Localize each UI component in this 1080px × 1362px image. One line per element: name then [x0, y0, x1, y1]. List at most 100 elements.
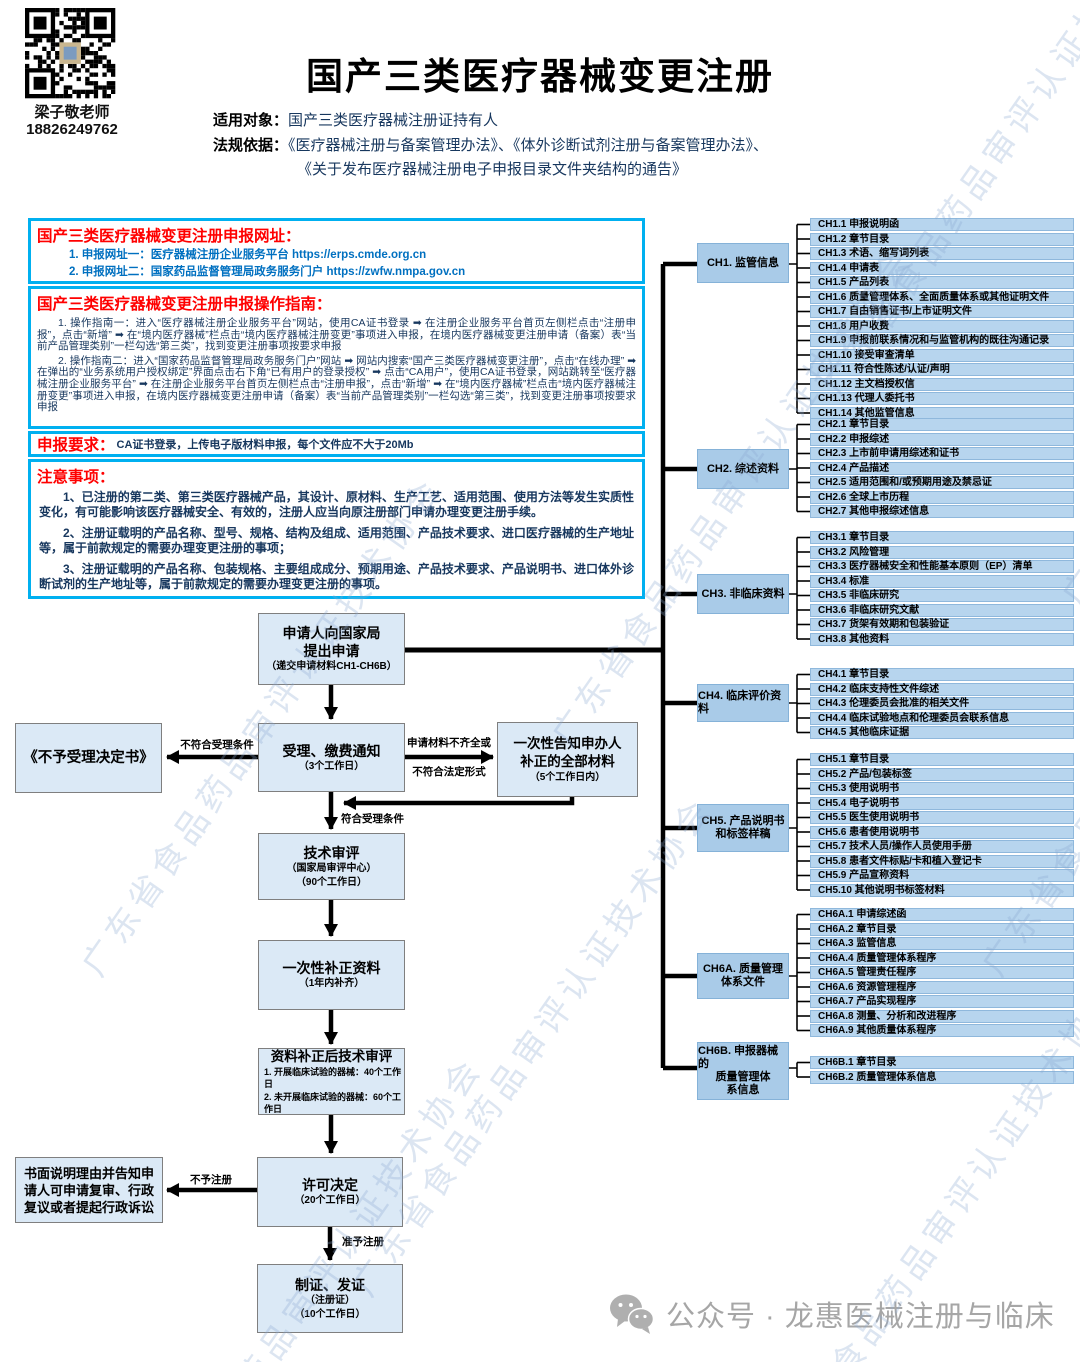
label-meet: 符合受理条件	[341, 813, 404, 825]
tree-item-CH6B-1: CH6B.1 章节目录	[810, 1056, 1074, 1069]
tree-item-CH4-4: CH4.4 临床试验地点和伦理委员会联系信息	[810, 711, 1074, 725]
tree-item-CH2-5: CH2.5 适用范围和/或预期用途及禁忌证	[810, 476, 1074, 489]
guide-box: 国产三类医疗器械变更注册申报操作指南： 1. 操作指南一：进入“医疗器械注册企业…	[28, 286, 645, 429]
reject-reg-line-2: 请人可申请复审、行政	[23, 1182, 154, 1198]
flow-node-supplement: 一次性补正资料 （1年内补齐）	[258, 940, 405, 1010]
tree-item-CH1-6: CH1.6 质量管理体系、全面质量体系或其他证明文件	[810, 290, 1074, 304]
re-review-sub-1: 1. 开展临床试验的器械：40个工作日	[264, 1066, 402, 1090]
subject-row: 适用对象：国产三类医疗器械注册证持有人	[213, 109, 498, 130]
tree-item-CH5-7: CH5.7 技术人员/操作人员使用手册	[810, 840, 1074, 853]
tree-item-CH3-2: CH3.2 风险管理	[810, 545, 1074, 559]
tree-item-CH2-1: CH2.1 章节目录	[810, 418, 1074, 431]
tree-item-CH5-5: CH5.5 医生使用说明书	[810, 811, 1074, 824]
footer: 公众号 · 龙惠医械注册与临床	[608, 1292, 1055, 1336]
tree-item-CH5-8: CH5.8 患者文件标贴/卡和植入登记卡	[810, 854, 1074, 868]
re-review-title: 资料补正后技术审评	[270, 1048, 393, 1064]
tree-item-CH6A-1: CH6A.1 申请综述函	[810, 908, 1074, 921]
flow-node-decision: 许可决定 （20个工作日）	[257, 1157, 403, 1227]
tree-item-CH4-2: CH4.2 临床支持性文件综述	[810, 682, 1074, 696]
wechat-icon	[610, 1294, 655, 1334]
label-grant: 准予注册	[342, 1236, 384, 1248]
review-sub-2: （90个工作日）	[295, 876, 368, 888]
notify-sub: （5个工作日内）	[529, 771, 606, 783]
notify-line-1: 一次性告知申办人	[513, 735, 622, 751]
guide-paragraph-2: 2. 操作指南二：进入“国家药品监督管理局政务服务门户”网站 ➡ 网站内搜索“国…	[37, 354, 636, 414]
tree-item-CH6A-6: CH6A.6 资源管理程序	[810, 980, 1074, 994]
page-title: 国产三类医疗器械变更注册	[306, 57, 774, 98]
label-incomplete-1: 申请材料不齐全或	[407, 737, 491, 749]
issue-sub-2: （10个工作日）	[294, 1308, 366, 1320]
tree-category-CH5: CH5. 产品说明书和标签样稿	[697, 804, 789, 852]
law-label: 法规依据：	[213, 137, 289, 154]
tree-item-CH1-5: CH1.5 产品列表	[810, 276, 1074, 289]
tree-item-CH1-8: CH1.8 用户收费	[810, 319, 1074, 333]
re-review-sub-2: 2. 未开展临床试验的器械：60个工作日	[264, 1091, 402, 1115]
tree-item-CH1-13: CH1.13 代理人委托书	[810, 392, 1074, 405]
supplement-sub: （1年内补齐）	[298, 978, 365, 989]
tree-item-CH6A-8: CH6A.8 测量、分析和改进程序	[810, 1009, 1074, 1023]
tree-item-CH1-2: CH1.2 章节目录	[810, 232, 1074, 246]
tree-item-CH1-7: CH1.7 自由销售证书/上市证明文件	[810, 305, 1074, 318]
tree-item-CH1-9: CH1.9 申报前联系情况和与监管机构的既往沟通记录	[810, 334, 1074, 347]
tree-item-CH3-6: CH3.6 非临床研究文献	[810, 603, 1074, 617]
tree-item-CH2-7: CH2.7 其他申报综述信息	[810, 505, 1074, 518]
accept-sub: （3个工作日）	[298, 760, 365, 772]
tree-item-CH5-2: CH5.2 产品/包装标签	[810, 767, 1074, 781]
law-row: 法规依据：《医疗器械注册与备案管理办法》、《体外诊断试剂注册与备案管理办法》、	[213, 134, 768, 155]
website-link-2[interactable]: 2. 申报网址二：国家药品监督管理局政务服务门户 https://zwfw.nm…	[69, 266, 466, 278]
flow-node-review: 技术审评 （国家局审评中心） （90个工作日）	[258, 833, 405, 900]
requirement-text: CA证书登录，上传电子版材料申报，每个文件应不大于20Mb	[116, 439, 414, 451]
supplement-title: 一次性补正资料	[282, 960, 381, 976]
tree-item-CH5-10: CH5.10 其他说明书标签材料	[810, 883, 1074, 897]
tree-category-CH4: CH4. 临床评价资料	[697, 684, 789, 722]
apply-sub: （递交申请材料CH1-CH6B）	[266, 661, 397, 672]
website-link-1[interactable]: 1. 申报网址一：医疗器械注册企业服务平台 https://erps.cmde.…	[69, 249, 427, 261]
tree-item-CH2-4: CH2.4 产品描述	[810, 461, 1074, 475]
reject-reg-line-3: 复议或者提起行政诉讼	[23, 1199, 154, 1215]
tree-item-CH1-4: CH1.4 申请表	[810, 261, 1074, 275]
label-not-meet: 不符合受理条件	[180, 739, 254, 751]
tree-item-CH6A-2: CH6A.2 章节目录	[810, 922, 1074, 936]
flow-node-reject-accept: 《不予受理决定书》	[15, 723, 162, 793]
law-value-2: 《关于发布医疗器械注册电子申报目录文件夹结构的通告》	[297, 162, 688, 178]
flow-node-reject-reg: 书面说明理由并告知申 请人可申请复审、行政 复议或者提起行政诉讼	[15, 1157, 163, 1223]
tree-item-CH3-3: CH3.3 医疗器械安全和性能基本原则（EP）清单	[810, 560, 1074, 573]
tree-item-CH1-1: CH1.1 申报说明函	[810, 218, 1074, 231]
tree-item-CH3-1: CH3.1 章节目录	[810, 531, 1074, 544]
requirement-box: 申报要求： CA证书登录，上传电子版材料申报，每个文件应不大于20Mb	[28, 431, 645, 457]
issue-title: 制证、发证	[295, 1276, 365, 1293]
law-value-1: 《医疗器械注册与备案管理办法》、《体外诊断试剂注册与备案管理办法》、	[288, 138, 769, 154]
flow-node-re-review: 资料补正后技术审评 1. 开展临床试验的器械：40个工作日 2. 未开展临床试验…	[258, 1048, 405, 1115]
qr-code	[25, 8, 117, 100]
note-item-2: 2、注册证载明的产品名称、型号、规格、结构及组成、适用范围、产品技术要求、进口医…	[39, 526, 634, 555]
label-incomplete-2: 不符合法定形式	[412, 766, 486, 778]
note-item-3: 3、注册证载明的产品名称、包装规格、主要组成成分、预期用途、产品技术要求、产品说…	[39, 562, 634, 591]
tree-item-CH4-1: CH4.1 章节目录	[810, 668, 1074, 681]
tree-item-CH6A-3: CH6A.3 监管信息	[810, 937, 1074, 950]
requirement-heading: 申报要求：	[37, 437, 115, 454]
note-item-1: 1、已注册的第二类、第三类医疗器械产品，其设计、原材料、生产工艺、适用范围、使用…	[39, 490, 634, 519]
tree-category-CH6A: CH6A. 质量管理体系文件	[697, 953, 789, 999]
tree-category-CH3: CH3. 非临床资料	[697, 574, 789, 614]
label-no-reg: 不予注册	[190, 1174, 232, 1186]
decision-sub: （20个工作日）	[294, 1195, 366, 1206]
flow-node-apply: 申请人向国家局 提出申请 （递交申请材料CH1-CH6B）	[258, 613, 405, 685]
website-box: 国产三类医疗器械变更注册申报网址： 1. 申报网址一：医疗器械注册企业服务平台 …	[28, 218, 645, 284]
accept-title: 受理、缴费通知	[282, 742, 381, 759]
law-row-2: 《关于发布医疗器械注册电子申报目录文件夹结构的通告》	[297, 158, 687, 179]
contact-phone: 18826249762	[26, 121, 118, 138]
tree-item-CH1-3: CH1.3 术语、缩写词列表	[810, 247, 1074, 260]
wechat-account-text: 公众号 · 龙惠医械注册与临床	[666, 1301, 1055, 1333]
tree-item-CH4-5: CH4.5 其他临床证据	[810, 726, 1074, 739]
tree-item-CH6B-2: CH6B.2 质量管理体系信息	[810, 1070, 1074, 1084]
tree-item-CH5-9: CH5.9 产品宣称资料	[810, 869, 1074, 882]
flow-node-notify: 一次性告知申办人 补正的全部材料 （5个工作日内）	[497, 722, 638, 797]
flow-node-issue: 制证、发证 （注册证） （10个工作日）	[257, 1264, 403, 1333]
tree-item-CH3-4: CH3.4 标准	[810, 574, 1074, 588]
issue-sub-1: （注册证）	[305, 1294, 355, 1306]
flow-node-accept: 受理、缴费通知 （3个工作日）	[258, 723, 405, 792]
tree-item-CH2-3: CH2.3 上市前申请用综述和证书	[810, 447, 1074, 460]
guide-heading: 国产三类医疗器械变更注册申报操作指南：	[37, 296, 332, 313]
